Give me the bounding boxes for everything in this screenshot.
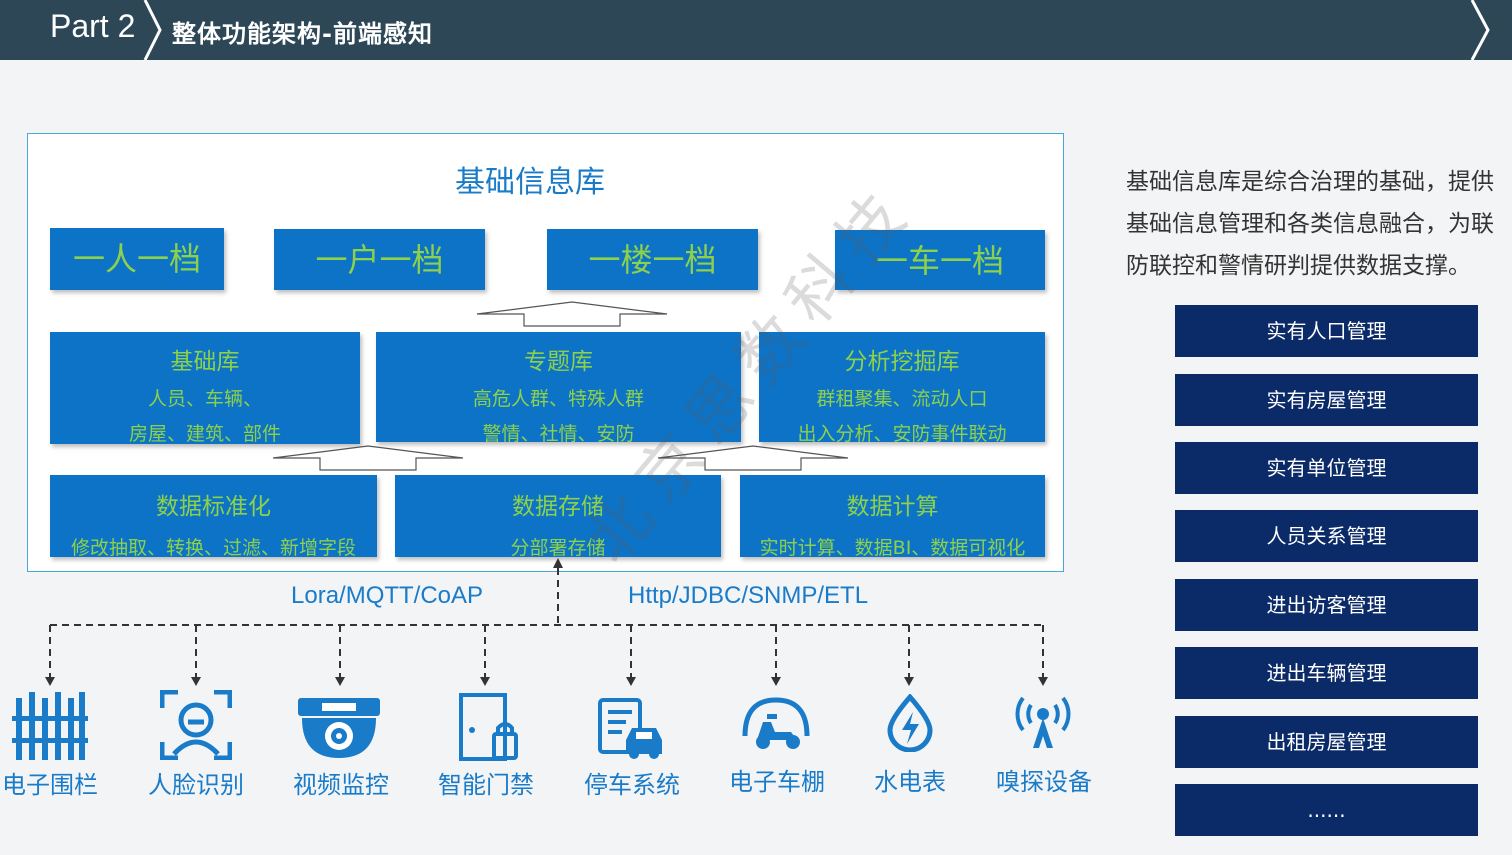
library-analysis-line1: 群租聚集、流动人口 xyxy=(816,388,988,410)
mgmt-rentals: 出租房屋管理 xyxy=(1175,716,1478,768)
process-standardize: 数据标准化 修改抽取、转换、过滤、新增字段 xyxy=(50,475,377,559)
process-storage-title: 数据存储 xyxy=(512,494,604,520)
process-storage: 数据存储 分部署存储 xyxy=(395,475,721,559)
device-label-meter: 水电表 xyxy=(874,768,946,796)
mgmt-more: ...... xyxy=(1175,784,1478,836)
part-label: Part 2 xyxy=(50,8,136,44)
archive-person: 一人一档 xyxy=(50,228,224,290)
protocol-left: Lora/MQTT/CoAP xyxy=(291,582,484,609)
process-compute: 数据计算 实时计算、数据BI、数据可视化 xyxy=(740,475,1045,559)
meter-icon xyxy=(887,694,933,752)
library-basic-line1: 人员、车辆、 xyxy=(147,388,262,410)
face-recognition-icon xyxy=(160,690,232,760)
diagram-title: 基础信息库 xyxy=(455,165,605,200)
process-storage-sub: 分部署存储 xyxy=(510,537,606,559)
mgmt-units: 实有单位管理 xyxy=(1175,442,1478,494)
library-analysis: 分析挖掘库 群租聚集、流动人口 出入分析、安防事件联动 xyxy=(759,332,1045,445)
device-label-door: 智能门禁 xyxy=(438,771,534,799)
camera-icon xyxy=(298,698,380,758)
library-basic-line2: 房屋、建筑、部件 xyxy=(128,423,281,445)
library-basic: 基础库 人员、车辆、 房屋、建筑、部件 xyxy=(50,332,360,445)
mgmt-vehicles: 进出车辆管理 xyxy=(1175,647,1478,699)
page-title: 整体功能架构-前端感知 xyxy=(172,20,433,48)
device-label-scooter: 电子车棚 xyxy=(729,768,825,796)
process-standardize-sub: 修改抽取、转换、过滤、新增字段 xyxy=(70,537,356,559)
process-compute-title: 数据计算 xyxy=(846,494,939,520)
device-label-fence: 电子围栏 xyxy=(2,771,98,799)
description-text: 基础信息库是综合治理的基础，提供基础信息管理和各类信息融合，为联防联控和警情研判… xyxy=(1126,169,1494,279)
library-basic-title: 基础库 xyxy=(170,349,240,375)
door-lock-icon xyxy=(459,693,518,761)
mgmt-housing: 实有房屋管理 xyxy=(1175,374,1478,426)
library-topic-line2: 警情、社情、安防 xyxy=(482,423,635,445)
library-topic: 专题库 高危人群、特殊人群 警情、社情、安防 xyxy=(376,332,741,445)
header-chevrons xyxy=(143,0,1490,60)
device-label-camera: 视频监控 xyxy=(293,771,389,799)
parking-icon xyxy=(598,698,662,759)
header-bar: Part 2 整体功能架构-前端感知 xyxy=(0,0,1512,60)
archive-household: 一户一档 xyxy=(274,229,485,290)
archive-building: 一楼一档 xyxy=(547,229,758,290)
library-analysis-line2: 出入分析、安防事件联动 xyxy=(797,423,1007,445)
sniffer-icon xyxy=(1015,696,1071,748)
mgmt-relations: 人员关系管理 xyxy=(1175,510,1478,562)
device-label-face: 人脸识别 xyxy=(148,771,244,799)
library-topic-line1: 高危人群、特殊人群 xyxy=(472,388,644,410)
library-topic-title: 专题库 xyxy=(524,349,593,375)
device-label-parking: 停车系统 xyxy=(584,771,680,799)
process-standardize-title: 数据标准化 xyxy=(156,494,271,520)
fence-icon xyxy=(12,692,88,760)
library-analysis-title: 分析挖掘库 xyxy=(844,349,960,375)
mgmt-population: 实有人口管理 xyxy=(1175,305,1478,357)
mgmt-visitors: 进出访客管理 xyxy=(1175,579,1478,631)
protocol-right: Http/JDBC/SNMP/ETL xyxy=(628,582,869,609)
archive-vehicle: 一车一档 xyxy=(835,230,1045,290)
scooter-icon xyxy=(742,697,810,749)
device-label-sniffer: 嗅探设备 xyxy=(996,768,1092,796)
process-compute-sub: 实时计算、数据BI、数据可视化 xyxy=(759,537,1026,559)
